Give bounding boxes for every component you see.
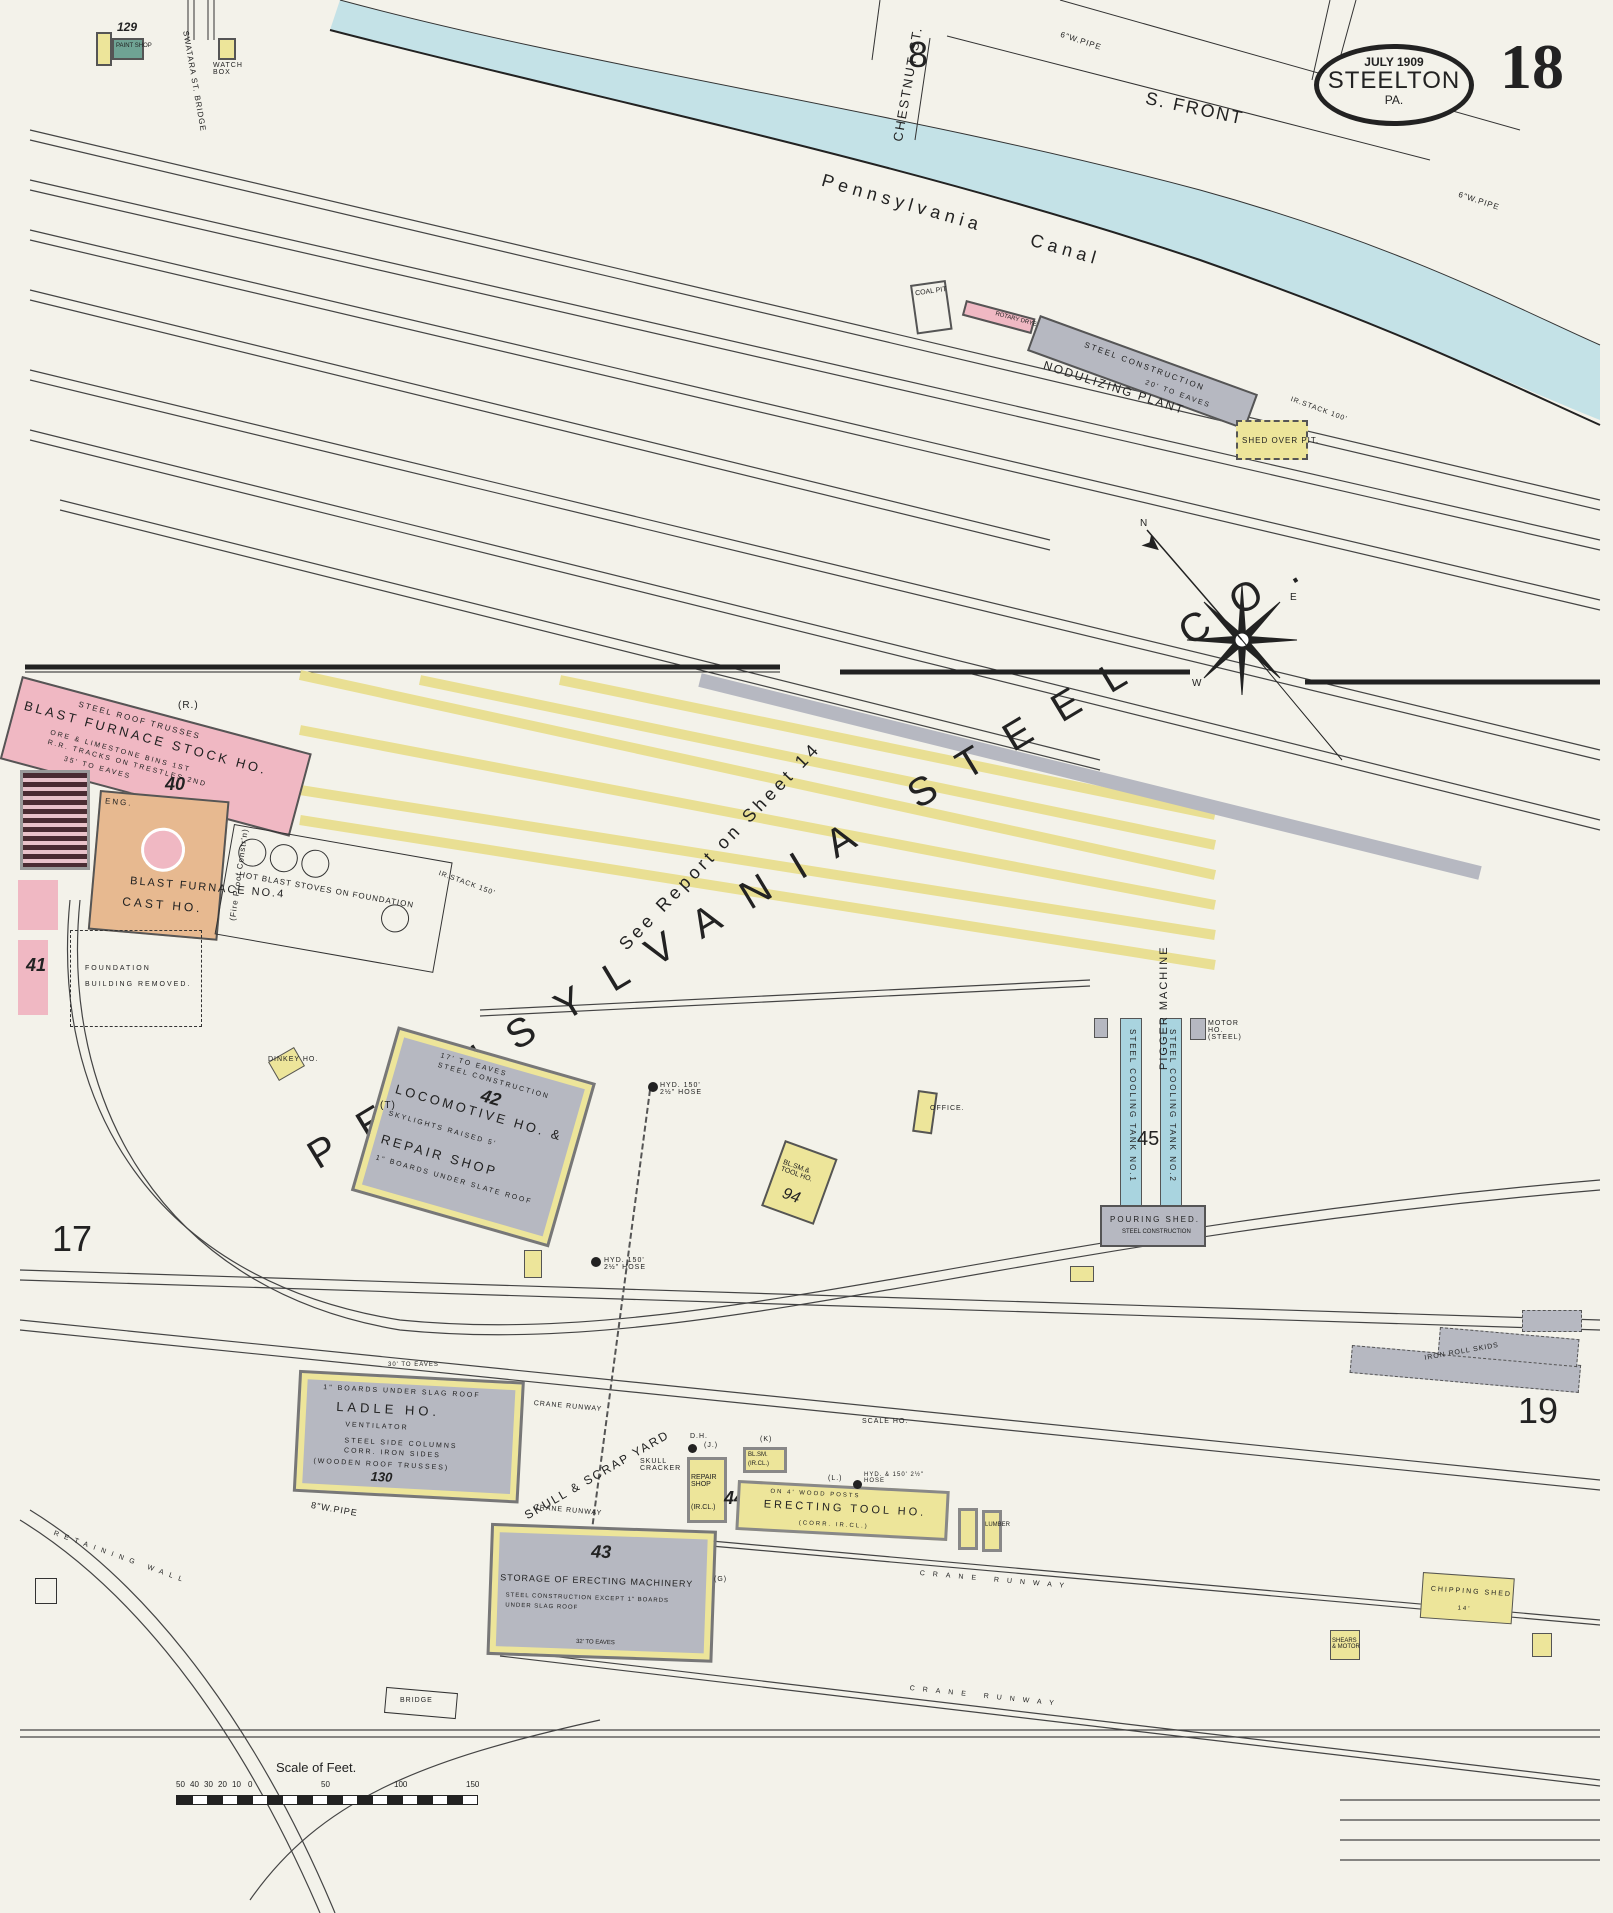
- motor-house-2[interactable]: [1190, 1018, 1206, 1040]
- pigger-number: 45: [1137, 1128, 1160, 1150]
- locomotive-mark: (T): [380, 1100, 396, 1111]
- paint-shop-number: 129: [117, 20, 138, 34]
- scale-caption: Scale of Feet.: [276, 1760, 357, 1775]
- erecting-tool-hydrant-label: HYD. & 150' 2½" HOSE: [864, 1472, 924, 1484]
- building-small-frame[interactable]: [1070, 1266, 1094, 1282]
- foundation-outline: FOUNDATION BUILDING REMOVED.: [70, 930, 202, 1027]
- adjacent-sheet-top[interactable]: 8: [908, 34, 929, 75]
- dh-label: D.H.: [690, 1433, 708, 1440]
- repair-shop-mark: (J.): [704, 1442, 719, 1449]
- hydrant2-label: HYD. 150' 2½" HOSE: [604, 1257, 646, 1271]
- stock-house-number: 40: [165, 774, 186, 794]
- furnace-circle: [139, 825, 187, 874]
- stock-house-mark: (R.): [178, 700, 199, 711]
- compass-east: E: [1290, 592, 1298, 603]
- hydrant1-label: HYD. 150' 2½" HOSE: [660, 1082, 702, 1096]
- scale-house-label: SCALE HO.: [862, 1418, 909, 1425]
- building-small-right[interactable]: [1532, 1633, 1552, 1657]
- building-paint-shop-annex[interactable]: [96, 32, 112, 66]
- building-41[interactable]: [18, 940, 48, 1015]
- motor-house-2-label: MOTOR HO. (STEEL): [1208, 1020, 1242, 1041]
- building-shed-over-pit[interactable]: SHED OVER PIT.: [1236, 420, 1318, 460]
- lumber-label: LUMBER: [985, 1522, 1011, 1528]
- building-coal-pit[interactable]: COAL PIT: [910, 279, 953, 335]
- state-name: PA.: [1384, 93, 1404, 107]
- scale-tick: 100: [394, 1780, 408, 1789]
- storage-erecting-mark: (G): [714, 1576, 728, 1583]
- building-shears-motor[interactable]: [1330, 1630, 1360, 1660]
- pigger-machine-label: PIGGER MACHINE: [1158, 945, 1170, 1070]
- scale-tick: 30: [204, 1780, 213, 1789]
- erecting-tool-mark: (L.): [828, 1475, 843, 1482]
- building-watch-box[interactable]: [218, 38, 236, 60]
- motor-house-1[interactable]: [1094, 1018, 1108, 1038]
- building-storage-small[interactable]: [524, 1250, 542, 1278]
- scale-tick: 40: [190, 1780, 199, 1789]
- dh-hydrant-icon: [688, 1444, 697, 1453]
- ore-bins-structure[interactable]: [20, 770, 90, 870]
- small-outline-structure: [35, 1578, 57, 1604]
- scale-tick: 10: [232, 1780, 241, 1789]
- ladle-eaves: 30' TO EAVES: [388, 1362, 439, 1368]
- sheet-number: 18: [1500, 31, 1564, 102]
- iron-roll-skids-3[interactable]: [1522, 1310, 1582, 1332]
- scale-tick: 50: [321, 1780, 330, 1789]
- erecting-hydrant-icon: [853, 1480, 862, 1489]
- office-label: OFFICE.: [930, 1105, 965, 1112]
- scale-tick: 150: [466, 1780, 480, 1789]
- skull-cracker-label: SKULL CRACKER: [640, 1458, 682, 1472]
- compass-west: W: [1192, 678, 1203, 689]
- bl-sm-k-mark: (K): [760, 1436, 773, 1443]
- building-storage-erecting-machinery[interactable]: 43 STORAGE OF ERECTING MACHINERY STEEL C…: [486, 1522, 717, 1663]
- town-name: STEELTON: [1327, 67, 1461, 94]
- map-date: JULY 1909: [1364, 55, 1424, 69]
- building-pouring-shed[interactable]: POURING SHED. STEEL CONSTRUCTION: [1100, 1205, 1206, 1247]
- scale-tick: 20: [218, 1780, 227, 1789]
- scale-tick: 0: [248, 1780, 253, 1789]
- scale-bar-graphic: [176, 1795, 478, 1805]
- title-cartouche: JULY 1909 STEELTON PA.: [1314, 44, 1474, 126]
- dinkey-label: DINKEY HO.: [268, 1056, 319, 1063]
- building-blast-furnace-cast-house[interactable]: ENG. BLAST FURNACE NO.4 CAST HO.: [87, 790, 286, 941]
- shears-label: SHEARS & MOTOR: [1332, 1638, 1360, 1650]
- building-lumber[interactable]: [982, 1510, 1002, 1552]
- building-paint-shop[interactable]: PAINT SHOP: [112, 38, 152, 60]
- building-41-number: 41: [26, 955, 47, 975]
- building-tool-house[interactable]: [958, 1508, 978, 1550]
- steel-cooling-tank-1[interactable]: STEEL COOLING TANK NO.1: [1120, 1018, 1142, 1206]
- adjacent-sheet-right[interactable]: 19: [1518, 1390, 1559, 1431]
- scale-tick: 50: [176, 1780, 185, 1789]
- building-brick-fragment: [18, 880, 58, 930]
- bridge-label-bottom: BRIDGE: [400, 1697, 433, 1704]
- building-chipping-shed[interactable]: CHIPPING SHED 14': [1419, 1572, 1515, 1625]
- building-bl-sm-k[interactable]: BL.SM. (IR.CL.): [743, 1447, 787, 1473]
- compass-north: N: [1140, 518, 1149, 529]
- building-repair-shop[interactable]: REPAIR SHOP (IR.CL.): [687, 1457, 727, 1523]
- adjacent-sheet-left[interactable]: 17: [52, 1218, 93, 1259]
- watch-box-label: WATCH BOX: [213, 62, 243, 76]
- building-ladle-house[interactable]: 1" BOARDS UNDER SLAG ROOF LADLE HO. VENT…: [292, 1369, 525, 1504]
